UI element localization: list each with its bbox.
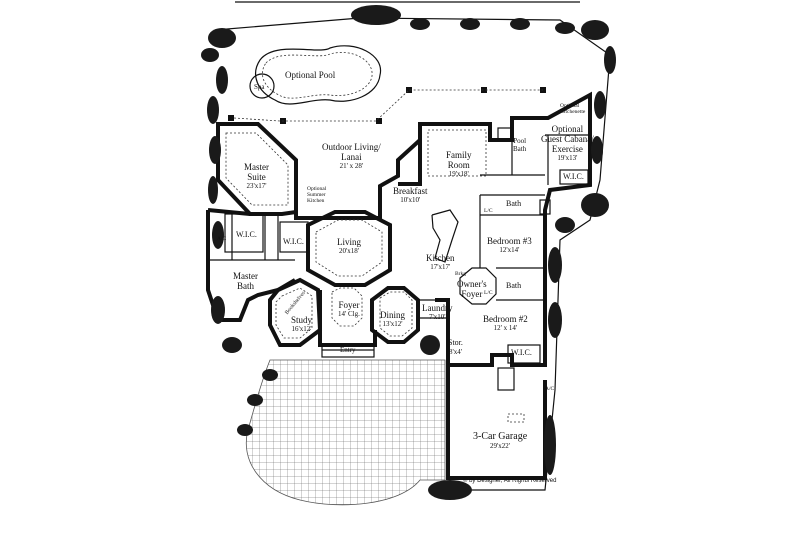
linen-closet-lower-label: L/C	[484, 290, 493, 296]
spa-outline	[249, 73, 275, 99]
linen-closet-upper-label: L/C	[484, 208, 493, 214]
wic-cabana-label: W.I.C.	[563, 172, 584, 181]
bath-upper-label: Bath	[506, 199, 522, 208]
wic-bed2-label: W.I.C.	[511, 348, 532, 357]
water-heater-label: WH	[492, 353, 502, 359]
storage-label: Stor.8'x4'	[448, 338, 463, 356]
pool-label: Optional Pool	[285, 70, 336, 80]
entry-label: Entry	[340, 346, 356, 354]
exterior-walls	[206, 91, 592, 480]
pool-outline	[255, 45, 382, 105]
spa-label: Spa	[254, 83, 265, 91]
lanai-posts	[228, 87, 546, 124]
pool-inner-outline	[262, 52, 373, 99]
wic-master-1-label: W.I.C.	[236, 230, 257, 239]
landscape-foliage	[201, 5, 616, 500]
copyright-notice: © by Designer, All Rights Reserved	[463, 478, 557, 484]
kitchenette-label: Optional Kitchenette	[560, 103, 586, 115]
summer-kitchen-label: Optional Summer Kitchen	[307, 186, 327, 204]
wic-master-2-label: W.I.C.	[283, 237, 304, 246]
bath-lower-label: Bath	[506, 281, 522, 290]
ac-right-label: A/C	[545, 386, 555, 392]
owners-foyer-label: Owner's Foyer	[457, 279, 487, 299]
ac-left-label: A/C	[217, 236, 227, 242]
master-bath-label: Master Bath	[233, 271, 258, 291]
bridge-label: Brkg	[455, 271, 466, 277]
pool-bath-label: Pool Bath	[513, 137, 527, 153]
driveway-pavers	[245, 359, 446, 506]
